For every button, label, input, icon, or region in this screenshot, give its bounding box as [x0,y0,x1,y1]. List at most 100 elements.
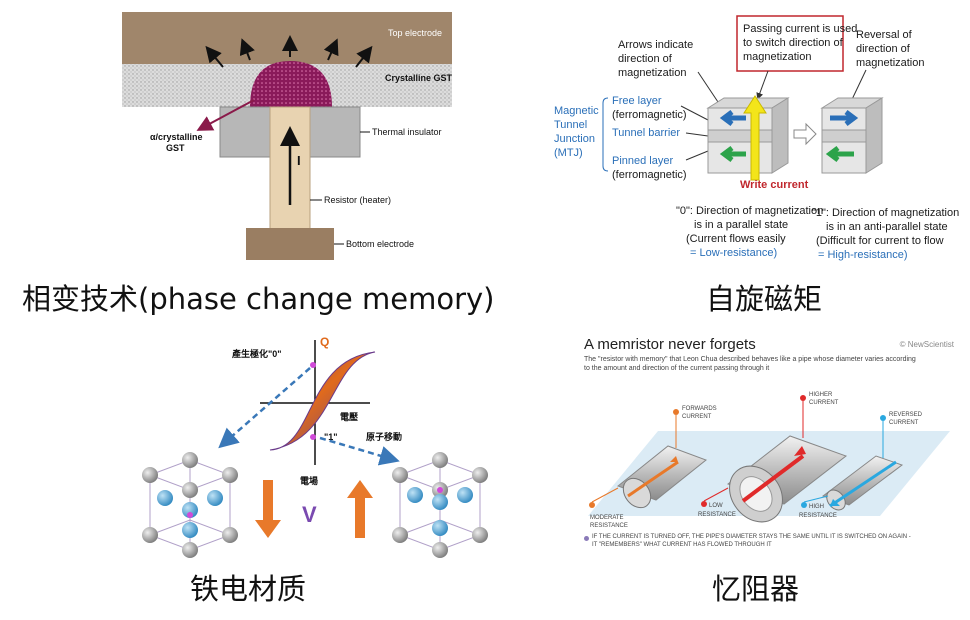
top-electrode [122,12,452,64]
pipe-low [726,435,848,523]
q-axis-label: Q [320,335,329,349]
thermal-insulator-left [219,106,271,158]
svg-text:(MTJ): (MTJ) [554,147,583,159]
crystal-cell-left [142,452,238,558]
write-current-arrow-icon [743,95,767,181]
svg-text:Reversal of: Reversal of [856,29,913,41]
reversal-note: Reversal of direction of magnetization [856,29,925,69]
top-electrode-label: Top electrode [388,28,442,38]
polarization-zero-label: 產生極化"0" [231,348,282,359]
memristor-diagram: FORWARDS CURRENT HIGHER CURRENT REVERSED… [588,392,950,529]
mtj-label: Magnetic Tunnel Junction (MTJ) [554,105,599,159]
svg-text:LOW: LOW [709,503,723,509]
atom-move-label: 原子移動 [366,431,402,442]
heat-arrows [205,35,373,68]
footer-bullet [584,536,589,541]
svg-text:magnetization: magnetization [856,57,925,69]
svg-text:HIGH: HIGH [809,504,824,510]
svg-text:is in an anti-parallel state: is in an anti-parallel state [826,221,948,233]
svg-text:RESISTANCE: RESISTANCE [698,512,736,518]
svg-text:is in a parallel state: is in a parallel state [694,219,788,231]
svg-text:HIGHER: HIGHER [809,392,833,398]
svg-text:FORWARDS: FORWARDS [682,406,717,412]
crystalline-label: Crystalline GST [385,73,453,83]
passing-note: Passing current is used to switch direct… [743,23,857,63]
field2-label: 電場 [300,475,318,486]
memristor-subtitle-2: to the amount and direction of the curre… [584,365,770,372]
amorphous-label-2: GST [166,143,185,153]
hysteresis-loop [269,351,376,451]
svg-text:Magnetic: Magnetic [554,105,599,117]
mtj-stack-antiparallel [820,97,884,174]
callout-higher: HIGHER CURRENT [800,392,839,438]
svg-text:magnetization: magnetization [618,67,687,79]
svg-text:"0": Direction of magnetizatio: "0": Direction of magnetization [676,205,823,217]
pipe-high [821,455,904,511]
svg-text:RESISTANCE: RESISTANCE [590,523,628,529]
pipe-moderate [616,445,708,509]
callout-moderate: MODERATE RESISTANCE [589,487,628,529]
v-label: V [302,502,317,527]
mtj-diagram: Arrows indicate direction of magnetizati… [554,15,959,261]
svg-text:RESISTANCE: RESISTANCE [799,513,837,519]
memristor-brand: © NewScientist [899,340,954,349]
svg-text:direction of: direction of [856,43,911,55]
memristor-caption: 忆阻器 [712,572,800,606]
callout-forwards: FORWARDS CURRENT [673,406,717,448]
current-label: I [297,153,301,168]
write-current-label: Write current [740,179,809,191]
free-layer-sub: (ferromagnetic) [612,109,687,121]
callout-low: LOW RESISTANCE [698,487,736,518]
free-layer-label: Free layer [612,95,662,107]
svg-text:CURRENT: CURRENT [809,400,839,406]
svg-text:= High-resistance): = High-resistance) [818,249,908,261]
pinned-sub: (ferromagnetic) [612,169,687,181]
svg-text:to switch direction of: to switch direction of [743,37,844,49]
svg-text:REVERSED: REVERSED [889,412,923,418]
bottom-electrode [246,228,334,260]
svg-text:CURRENT: CURRENT [889,420,919,426]
svg-text:MODERATE: MODERATE [590,515,624,521]
memristor-panel: A memristor never forgets © NewScientist… [578,330,960,560]
thermal-insulator-right [309,106,361,158]
field-label: 電壓 [340,411,358,422]
state-zero-text: "0": Direction of magnetization is in a … [676,205,823,259]
svg-text:(Current flows easily: (Current flows easily [686,233,786,245]
tunnel-label: Tunnel barrier [612,127,680,139]
memristor-footer-1: IF THE CURRENT IS TURNED OFF, THE PIPE'S… [592,534,911,540]
svg-text:Passing current is used: Passing current is used [743,23,857,35]
up-arrow-icon [347,480,373,538]
svg-text:Tunnel: Tunnel [554,119,587,131]
bottom-label: Bottom electrode [346,239,414,249]
green-arrow-icon [719,146,746,162]
state-one-text: "1": Direction of magnetization is in an… [812,207,959,261]
pinned-label: Pinned layer [612,155,673,167]
svg-text:Arrows indicate: Arrows indicate [618,39,693,51]
arrows-note: Arrows indicate direction of magnetizati… [618,39,693,79]
svg-text:direction of: direction of [618,53,673,65]
mtj-caption: 自旋磁矩 [706,282,823,316]
svg-text:(Difficult for current to flow: (Difficult for current to flow [816,235,944,247]
ferro-diagram: 產生極化"0" Q 電壓 "1" 原子移動 電場 V [142,335,488,558]
resistor-label: Resistor (heater) [324,195,391,205]
amorphous-dome [250,61,332,107]
amorphous-label-1: α/crystalline [150,132,203,142]
memristor-footer-2: IT "REMEMBERS" WHAT CURRENT HAS FLOWED T… [592,542,772,548]
blue-arrow-right-icon [830,110,859,126]
thermal-label: Thermal insulator [372,127,442,137]
callout-high: HIGH RESISTANCE [799,495,837,519]
blue-arrow-icon [719,110,746,126]
passing-note-box [736,15,844,72]
pcm-diagram: Top electrode Crystalline GST Thermal in… [122,12,453,260]
svg-text:CURRENT: CURRENT [682,414,712,420]
svg-text:"1": Direction of magnetizatio: "1": Direction of magnetization [812,207,959,219]
green-arrow-left-icon [825,146,854,162]
down-arrow-icon [255,480,281,538]
svg-text:Junction: Junction [554,133,595,145]
callout-reversed: REVERSED CURRENT [880,412,923,458]
state-one-label: "1" [324,432,338,442]
pcm-caption: 相变技术(phase change memory) [22,282,495,316]
transition-arrow-icon [793,122,817,146]
memristor-subtitle-1: The "resistor with memory" that Leon Chu… [584,356,916,363]
ferro-caption: 铁电材质 [190,572,307,606]
